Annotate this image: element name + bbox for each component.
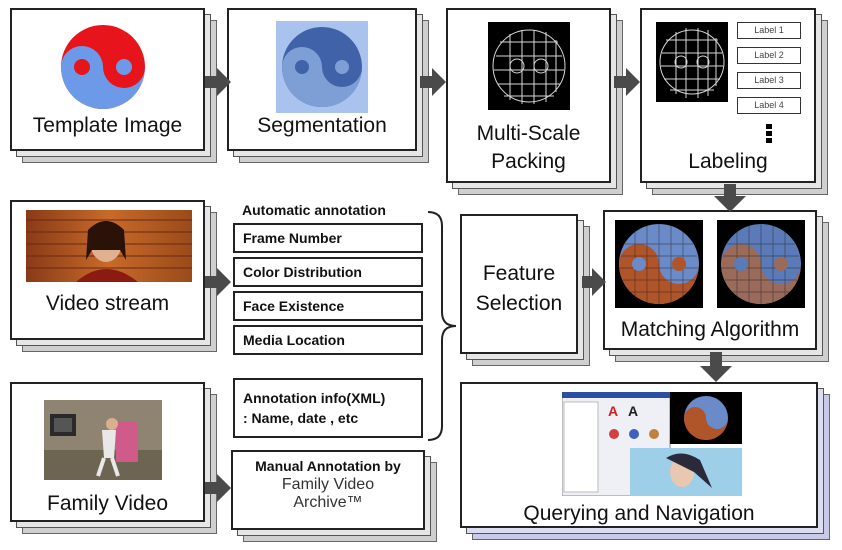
family-video-frame-image <box>44 400 162 480</box>
template-image-label: Template Image <box>32 114 183 137</box>
template-image-box: Template Image <box>10 8 217 163</box>
packing-label-line1: Multi-Scale <box>476 122 581 145</box>
segmentation-label: Segmentation <box>257 114 387 137</box>
arrow-family-to-manual <box>205 474 231 502</box>
yin-yang-icon <box>61 25 145 109</box>
arrow-segmentation-to-packing <box>420 68 446 96</box>
labeling-box: Label 1 Label 2 Label 3 Label 4 Labeling <box>640 8 828 195</box>
family-video-label: Family Video <box>47 492 168 515</box>
label-tag-2: Label 2 <box>737 47 801 64</box>
arrow-template-to-segmentation <box>205 68 231 96</box>
segmented-yin-yang-icon <box>276 21 368 113</box>
arrow-packing-to-labeling <box>614 68 640 96</box>
packing-pattern-icon <box>488 22 570 110</box>
manual-annotation-line2: Family Video <box>281 476 375 493</box>
svg-text:A: A <box>608 403 618 419</box>
matching-algorithm-label: Matching Algorithm <box>620 318 800 341</box>
label-tag-4: Label 4 <box>737 97 801 114</box>
arrow-video-to-annotation <box>205 268 231 296</box>
manual-annotation-line1: Manual Annotation by <box>255 458 401 474</box>
feature-selection-line2: Selection <box>475 292 563 315</box>
feature-selection-box: Feature Selection <box>460 214 590 366</box>
video-stream-label: Video stream <box>45 292 170 315</box>
grouping-brace <box>427 211 457 441</box>
ellipsis-dots <box>766 124 772 143</box>
arrow-matching-to-querying <box>700 352 732 382</box>
svg-text:A: A <box>628 403 638 419</box>
annotation-info-line2: : Name, date , etc <box>243 410 359 426</box>
face-existence-item: Face Existence <box>233 291 423 321</box>
navigation-screenshot-image: A A <box>562 392 742 496</box>
family-video-box: Family Video <box>10 382 217 534</box>
matching-algorithm-box: Matching Algorithm <box>603 210 829 362</box>
video-frame-image <box>26 210 192 282</box>
annotation-info-line1: Annotation info(XML) <box>243 390 386 406</box>
automatic-annotation-heading: Automatic annotation <box>242 202 386 218</box>
manual-annotation-line3: Archive™ <box>293 494 363 511</box>
frame-number-item: Frame Number <box>233 223 423 253</box>
video-stream-box: Video stream <box>10 200 217 352</box>
annotation-info-box: Annotation info(XML) : Name, date , etc <box>233 378 423 438</box>
label-tag-1: Label 1 <box>737 22 801 39</box>
media-location-item: Media Location <box>233 325 423 355</box>
arrow-feature-to-matching <box>582 268 606 296</box>
label-tag-3: Label 3 <box>737 72 801 89</box>
feature-selection-line1: Feature <box>482 262 556 285</box>
manual-annotation-box: Manual Annotation by Family Video Archiv… <box>231 450 437 542</box>
arrow-labeling-to-matching <box>714 184 746 212</box>
packing-box: Multi-Scale Packing <box>446 8 623 195</box>
querying-box: A A Querying and Navigation <box>460 382 830 540</box>
mosaic-result-2-image <box>717 220 805 308</box>
labeled-pattern-icon <box>656 22 728 102</box>
segmentation-box: Segmentation <box>227 8 429 163</box>
color-distribution-item: Color Distribution <box>233 257 423 287</box>
mosaic-result-1-image <box>615 220 703 308</box>
querying-label: Querying and Navigation <box>523 502 755 525</box>
labeling-label: Labeling <box>688 150 768 173</box>
packing-label-line2: Packing <box>491 150 566 173</box>
